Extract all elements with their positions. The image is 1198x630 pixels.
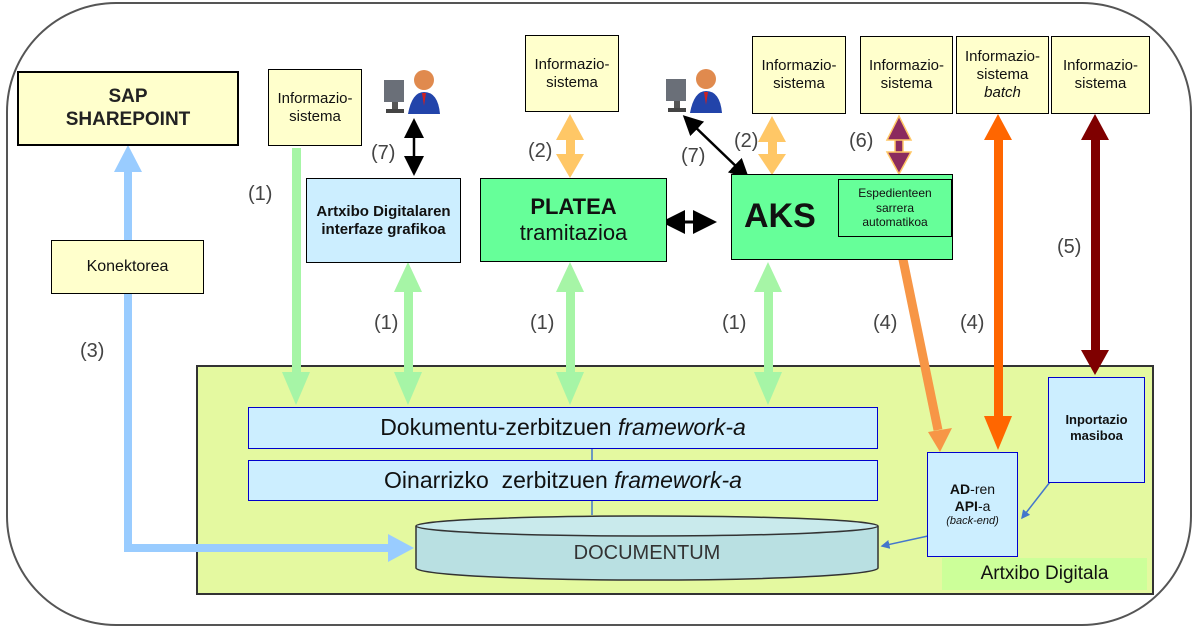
flow-label-5: (5) <box>1057 236 1082 258</box>
platea-box: PLATEA tramitazioa <box>480 178 667 262</box>
api-to-db-link <box>880 535 929 549</box>
flow-5-arrow <box>1081 114 1109 375</box>
platea-title: PLATEA <box>530 193 617 219</box>
user-at-computer-icon <box>666 69 722 113</box>
base-services-framework: Oinarrizko zerbitzuen framework-a <box>248 460 878 501</box>
sap-line1: SAP <box>108 85 148 107</box>
info-system-label: Informazio- <box>761 57 837 74</box>
archive-label: Artxibo Digitala <box>942 558 1147 590</box>
connector-box: Konektorea <box>51 240 204 294</box>
info-system-label: Informazio- <box>534 55 610 73</box>
info-system-label: batch <box>984 84 1021 101</box>
fw-base-italic: framework-a <box>614 466 742 493</box>
auto-entry-box: Espedienteen sarrera automatikoa <box>838 179 952 237</box>
user-at-computer-icon <box>384 70 440 114</box>
flow-4-arrows <box>893 114 1012 452</box>
info-system-label: Informazio- <box>964 48 1041 65</box>
info-system-label: sistema <box>289 107 341 125</box>
fw-doc-text: Dokumentu-zerbitzuen <box>380 414 618 441</box>
api-rest: -ren <box>970 481 996 498</box>
api-line2: API-a <box>955 498 991 515</box>
info-system-label: sistema <box>773 75 825 92</box>
import-label: Inportazio <box>1065 412 1128 427</box>
sap-sharepoint-box: SAP SHAREPOINT <box>17 71 239 146</box>
aks-box: AKS Espedienteen sarrera automatikoa <box>731 174 953 260</box>
platea-subtitle: tramitazioa <box>519 220 628 245</box>
info-system-4: Informazio- sistema <box>860 36 953 114</box>
mass-import-box: Inportazio masiboa <box>1048 377 1145 483</box>
import-label: masiboa <box>1070 427 1123 443</box>
flow-label-1: (1) <box>248 183 273 205</box>
info-system-label: sistema <box>546 73 598 91</box>
documentum-database <box>415 515 879 581</box>
fw-doc-italic: framework-a <box>617 414 746 441</box>
info-system-6: Informazio- sistema <box>1051 36 1150 114</box>
documentum-label: DOCUMENTUM <box>573 542 721 564</box>
flow-label-2: (2) <box>734 130 759 152</box>
api-rest: -a <box>977 497 991 514</box>
info-system-batch: Informazio- sistema batch <box>956 36 1049 114</box>
aks-title: AKS <box>744 197 816 235</box>
flow-1-arrows <box>282 148 782 405</box>
auto-entry-label: Espedienteen <box>858 186 932 201</box>
api-line1: AD-ren <box>950 481 995 498</box>
api-note: (back-end) <box>946 514 999 527</box>
import-to-api-link <box>1021 481 1051 520</box>
gui-box: Artxibo Digitalaren interfaze grafikoa <box>306 178 461 263</box>
flow-label-3: (3) <box>80 340 105 362</box>
flow-label-6: (6) <box>849 130 874 152</box>
gui-label: interfaze grafikoa <box>321 220 446 238</box>
gui-label: Artxibo Digitalaren <box>316 202 451 220</box>
api-box: AD-ren API-a (back-end) <box>927 452 1018 557</box>
info-system-1: Informazio- sistema <box>268 69 362 146</box>
flow-label-4: (4) <box>960 312 985 334</box>
flow-label-1: (1) <box>374 312 399 334</box>
fw-base-text: Oinarrizko zerbitzuen <box>384 466 615 493</box>
flow-label-7: (7) <box>371 142 396 164</box>
flow-label-1: (1) <box>722 312 747 334</box>
api-bold: API <box>954 497 978 514</box>
info-system-label: sistema <box>880 75 933 92</box>
flow-label-7: (7) <box>681 145 706 167</box>
info-system-2: Informazio- sistema <box>525 35 619 112</box>
flow-label-2: (2) <box>528 140 553 162</box>
api-bold: AD <box>949 481 971 498</box>
flow-label-4: (4) <box>873 312 898 334</box>
info-system-label: sistema <box>1074 75 1127 92</box>
info-system-label: Informazio- <box>277 89 353 107</box>
flow-2-arrows <box>556 114 786 178</box>
info-system-3: Informazio- sistema <box>752 36 846 114</box>
flow-7-arrow-aks <box>682 115 750 179</box>
info-system-label: Informazio- <box>1062 57 1139 74</box>
auto-entry-label: automatikoa <box>862 215 928 230</box>
auto-entry-label: sarrera <box>875 200 914 215</box>
system-boundary <box>6 2 1192 626</box>
info-system-label: sistema <box>976 66 1029 83</box>
flow-6-arrow <box>885 114 913 176</box>
flow-label-1: (1) <box>530 312 555 334</box>
document-services-framework: Dokumentu-zerbitzuen framework-a <box>248 407 878 449</box>
sap-line2: SHAREPOINT <box>65 108 191 130</box>
info-system-label: Informazio- <box>868 57 945 74</box>
